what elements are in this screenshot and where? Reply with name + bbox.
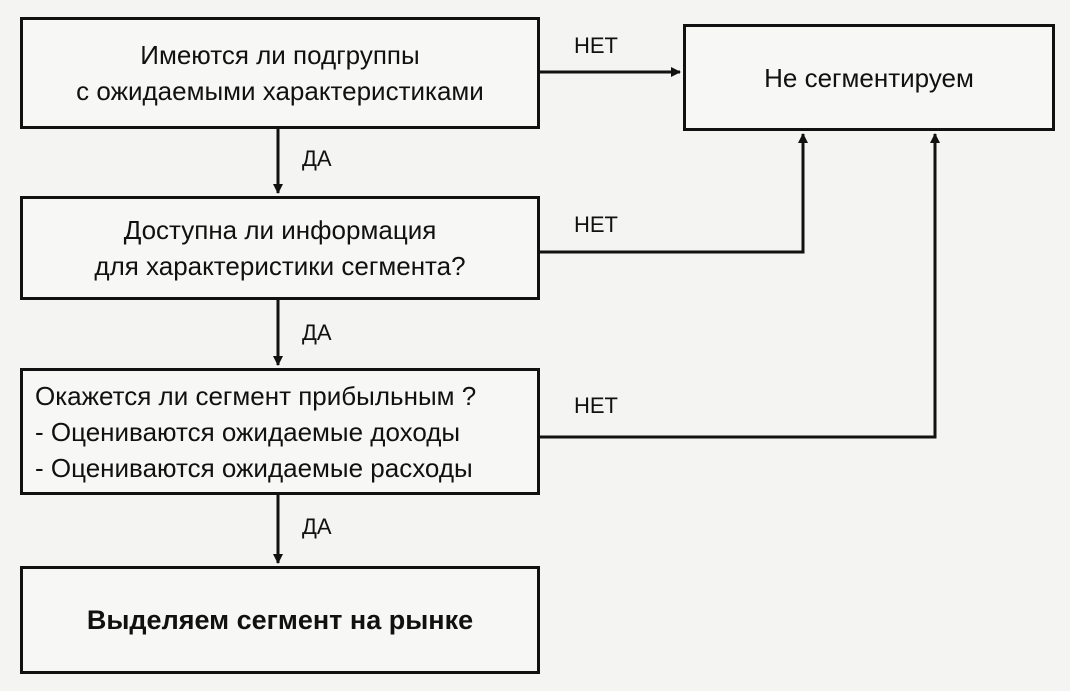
label-no-1: НЕТ <box>574 33 618 58</box>
label-no-3: НЕТ <box>574 393 618 418</box>
segment-selected-text: Выделяем сегмент на рынке <box>86 605 474 635</box>
no-segmentation-box: Не сегментируем <box>683 24 1055 131</box>
subgroups-question-line-2: с ожидаемыми характеристиками <box>76 76 484 106</box>
information-question-line-2: для характеристики сегмента? <box>94 251 466 281</box>
information-question-line-1: Доступна ли информация <box>123 215 437 245</box>
label-yes-2: ДА <box>302 320 332 345</box>
arrow-q3-no <box>537 133 940 439</box>
information-question-box: Доступна ли информация для характеристик… <box>20 196 540 300</box>
profitability-question-line-3: - Оцениваются ожидаемые расходы <box>35 452 473 483</box>
subgroups-question-box: Имеются ли подгруппы с ожидаемыми характ… <box>20 17 540 129</box>
segment-selected-box: Выделяем сегмент на рынке <box>20 566 540 674</box>
label-yes-3: ДА <box>302 514 332 539</box>
label-no-2: НЕТ <box>574 212 618 237</box>
subgroups-question-line-1: Имеются ли подгруппы <box>140 40 420 70</box>
no-segmentation-text: Не сегментируем <box>764 62 974 93</box>
profitability-question-line-1: Окажется ли сегмент прибыльным ? <box>35 380 477 411</box>
profitability-question-line-2: - Оцениваются ожидаемые доходы <box>35 416 461 447</box>
arrow-q2-no <box>537 133 808 254</box>
label-yes-1: ДА <box>302 146 332 171</box>
profitability-question-box: Окажется ли сегмент прибыльным ? - Оцени… <box>20 368 540 495</box>
